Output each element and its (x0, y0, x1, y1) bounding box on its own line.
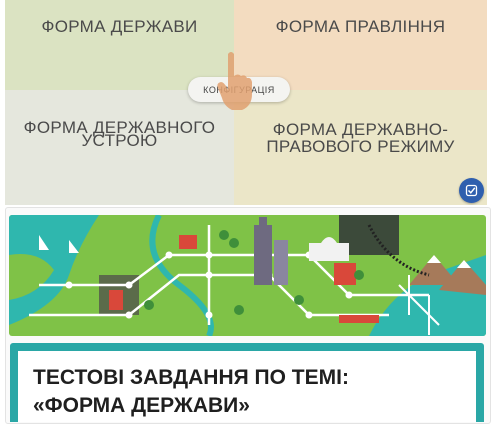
card-title-line: ТЕСТОВІ ЗАВДАННЯ ПО ТЕМІ: (33, 366, 349, 389)
quadrant-label-line: ФОРМА ДЕРЖАВНО- (272, 119, 449, 139)
quadrant-label: ФОРМА ПРАВЛІННЯ (275, 16, 446, 36)
card-title[interactable]: ТЕСТОВІ ЗАВДАННЯ ПО ТЕМІ: «ФОРМА ДЕРЖАВИ… (33, 364, 473, 420)
quadrant-label: ФОРМА ДЕРЖАВНО- ПРАВОВОГО РЕЖИМУ (266, 120, 455, 160)
quadrant-label: ФОРМА ДЕРЖАВНОГО УСТРОЮ (24, 118, 216, 154)
card-title-box (18, 351, 476, 422)
pointing-hand-icon (217, 52, 252, 110)
quadrant-state-structure[interactable]: ФОРМА ДЕРЖАВНОГО УСТРОЮ (5, 90, 234, 205)
quadrant-label-line: УСТРОЮ (81, 130, 158, 150)
card-title-line: «ФОРМА ДЕРЖАВИ» (33, 394, 250, 417)
quadrant-government-form[interactable]: ФОРМА ПРАВЛІННЯ (234, 0, 487, 90)
concept-diagram: ФОРМА ДЕРЖАВИ ФОРМА ПРАВЛІННЯ ФОРМА ДЕРЖ… (5, 0, 487, 205)
quadrant-label-line: ФОРМА ДЕРЖАВНОГО (23, 117, 216, 137)
quadrant-legal-regime[interactable]: ФОРМА ДЕРЖАВНО- ПРАВОВОГО РЕЖИМУ (234, 90, 487, 205)
quadrant-label-line: ПРАВОВОГО РЕЖИМУ (266, 136, 455, 156)
quadrant-label: ФОРМА ДЕРЖАВИ (41, 16, 198, 36)
city-map-illustration (9, 215, 486, 336)
quadrant-state-form[interactable]: ФОРМА ДЕРЖАВИ (5, 0, 234, 90)
edit-check-icon[interactable] (459, 178, 484, 203)
